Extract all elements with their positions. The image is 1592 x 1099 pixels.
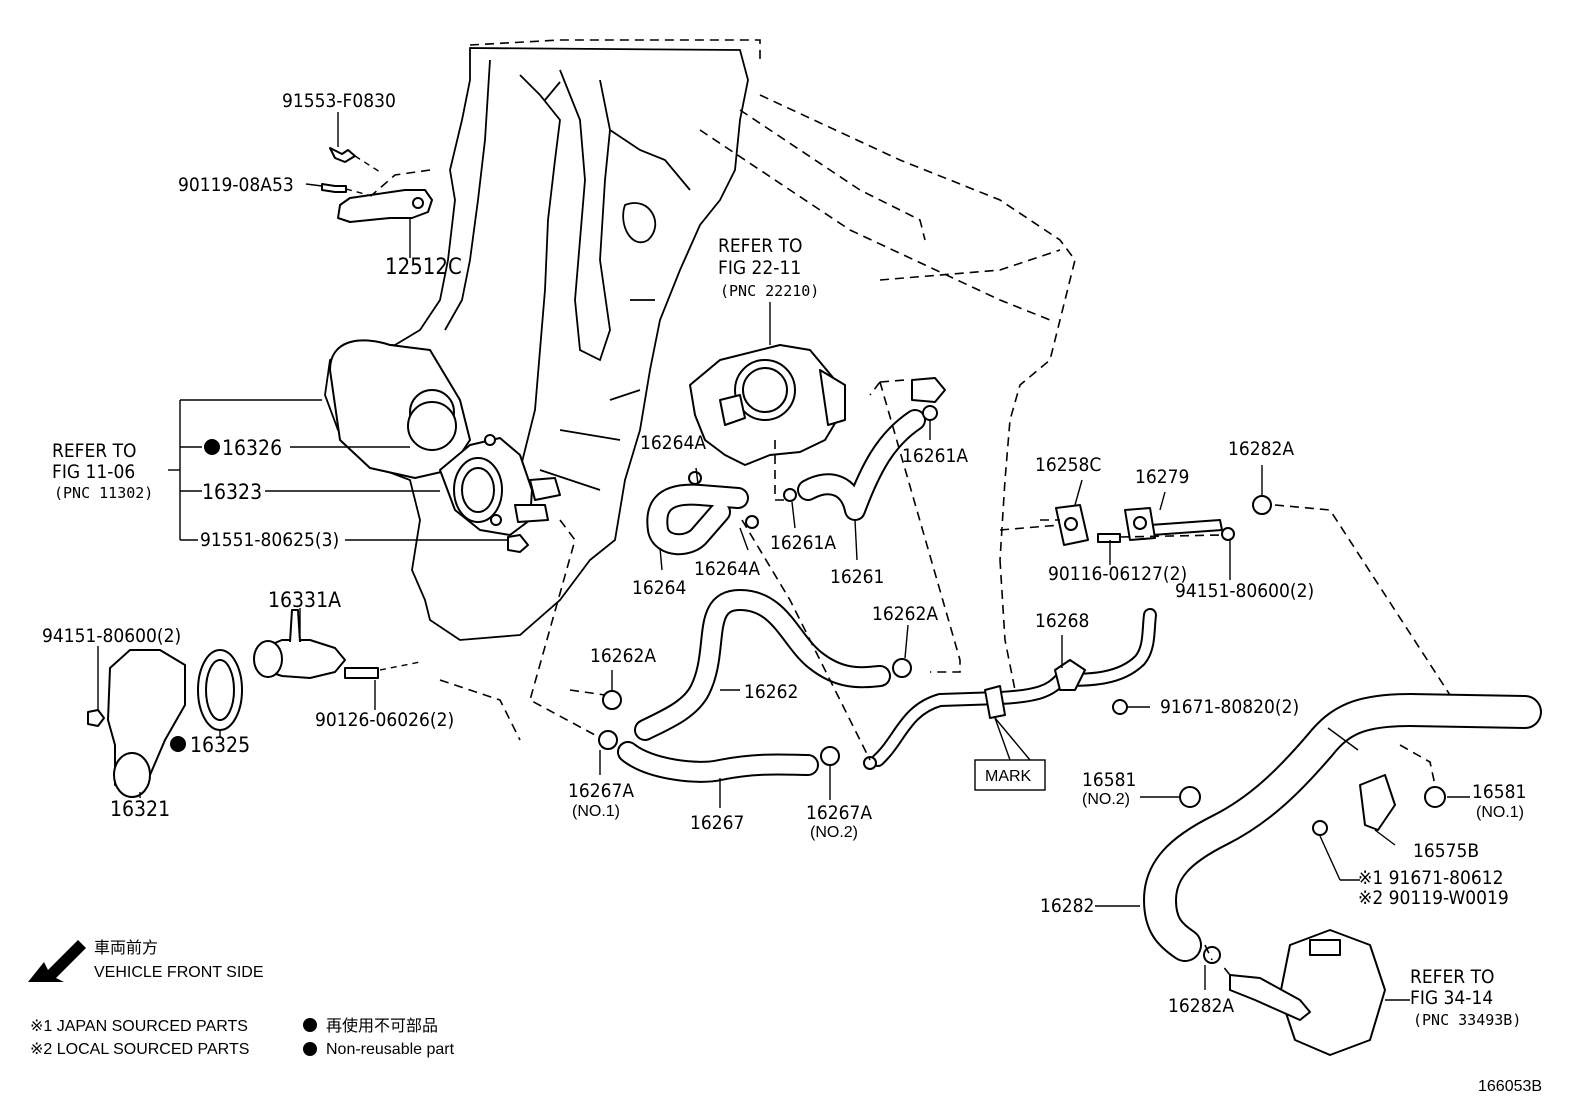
label-16282a-bottom: 16282A: [1168, 995, 1234, 1017]
refer-22-11-line2: FIG 22-11: [718, 257, 801, 279]
label-16581-no2: 16581: [1082, 769, 1136, 791]
refer-11-06-line1: REFER TO: [52, 440, 137, 462]
legend: 車両前方 VEHICLE FRONT SIDE ※1 JAPAN SOURCED…: [28, 939, 1542, 1095]
mark-box: [974, 759, 1046, 791]
leader-lines: [599, 420, 1470, 1001]
label-16262: 16262: [744, 681, 798, 703]
label-16326: 16326: [222, 436, 282, 460]
label-94151-80600-right: 94151-80600(2): [1175, 580, 1314, 602]
refer-34-14-line1: REFER TO: [1410, 966, 1495, 988]
legend-dot-jp: [303, 1018, 317, 1032]
label-91553-f0830: 91553-F0830: [282, 90, 396, 112]
label-16282: 16282: [1040, 895, 1094, 917]
part-labels: 91553-F0830 90119-08A53 12512C REFER TO …: [42, 90, 1526, 1029]
refer-34-14-line3: (PNC 33493B): [1413, 1011, 1521, 1029]
label-94151-80600-left: 94151-80600(2): [42, 625, 181, 647]
label-note1-part: ※1 91671-80612: [1358, 867, 1504, 889]
timing-chain-cover: [324, 47, 749, 641]
water-inlet-housing: [439, 434, 561, 553]
refer-22-11-line3: (PNC 22210): [720, 282, 819, 300]
label-12512c: 12512C: [385, 255, 462, 280]
label-91551-80625: 91551-80625(3): [200, 529, 339, 551]
label-90126-06026: 90126-06026(2): [315, 709, 454, 731]
non-reusable-dot-16326: [204, 439, 220, 455]
refer-22-11-line1: REFER TO: [718, 235, 803, 257]
vehicle-front-arrow-icon: [28, 940, 86, 982]
label-note2-part: ※2 90119-W0019: [1358, 887, 1509, 909]
label-16264: 16264: [632, 577, 686, 599]
label-16264a-bottom: 16264A: [694, 558, 760, 580]
clamps-and-fittings: [598, 377, 1446, 1056]
refer-11-06-line3: (PNC 11302): [54, 484, 153, 502]
label-16267: 16267: [690, 812, 744, 834]
legend-non-reusable-en: Non-reusable part: [326, 1041, 455, 1058]
label-no2-b: (NO.2): [1082, 791, 1130, 808]
refer-11-06-bracket: [168, 399, 508, 541]
legend-non-reusable-jp: 再使用不可部品: [326, 1017, 438, 1035]
label-16581-no1: 16581: [1472, 781, 1526, 803]
thermostat-group: [87, 608, 421, 798]
label-16261a-mid: 16261A: [770, 532, 836, 554]
label-no2-a: (NO.2): [810, 824, 858, 841]
legend-local-sourced: ※2 LOCAL SOURCED PARTS: [30, 1041, 249, 1058]
front-side-en: VEHICLE FRONT SIDE: [94, 964, 264, 981]
label-no1-b: (NO.1): [1476, 804, 1524, 821]
label-16325: 16325: [190, 733, 250, 757]
label-91671-80820: 91671-80820(2): [1160, 696, 1299, 718]
label-16321: 16321: [110, 797, 170, 821]
refer-34-14-line2: FIG 34-14: [1410, 987, 1493, 1009]
engine-block-outline: [371, 39, 1076, 741]
label-16323: 16323: [202, 480, 262, 504]
label-16575b: 16575B: [1413, 840, 1479, 862]
label-16261: 16261: [830, 566, 884, 588]
throttle-body: [689, 302, 846, 466]
dashed-connectors: [529, 379, 1451, 976]
figure-code: 166053B: [1478, 1078, 1542, 1095]
label-mark: MARK: [985, 768, 1032, 785]
label-16282a-top: 16282A: [1228, 438, 1294, 460]
front-side-jp: 車両前方: [94, 939, 158, 957]
label-16267a-no1: 16267A: [568, 780, 634, 802]
legend-dot-en: [303, 1042, 317, 1056]
label-16264a-top: 16264A: [640, 432, 706, 454]
label-16258c: 16258C: [1035, 454, 1101, 476]
label-16267a-no2: 16267A: [806, 802, 872, 824]
label-16262a-right: 16262A: [872, 603, 938, 625]
label-16331a: 16331A: [268, 588, 341, 612]
label-16261a-right: 16261A: [902, 445, 968, 467]
legend-japan-sourced: ※1 JAPAN SOURCED PARTS: [30, 1018, 248, 1035]
label-16268: 16268: [1035, 610, 1089, 632]
label-90116-06127: 90116-06127(2): [1048, 563, 1187, 585]
label-16279: 16279: [1135, 466, 1189, 488]
non-reusable-dot-16325: [170, 736, 186, 752]
bracket-12512c: [305, 112, 433, 258]
refer-11-06-line2: FIG 11-06: [52, 461, 135, 483]
label-no1-a: (NO.1): [572, 803, 620, 820]
label-16262a-left: 16262A: [590, 645, 656, 667]
label-90119-08a53: 90119-08A53: [178, 174, 294, 196]
